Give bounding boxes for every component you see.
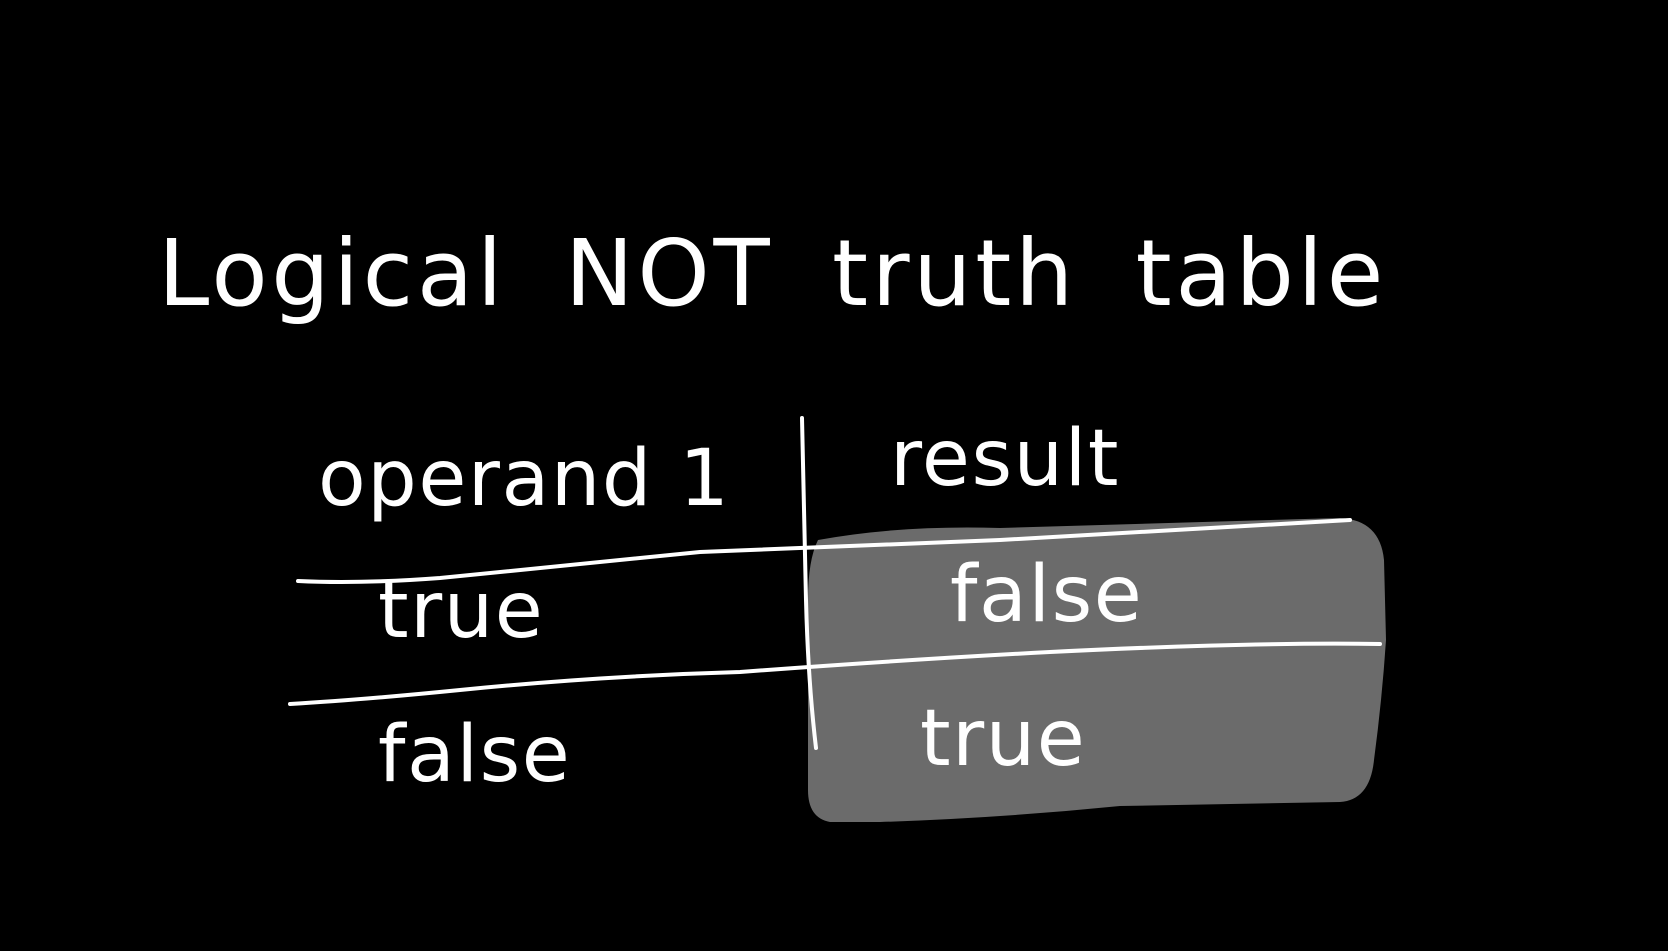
row-1-operand: true (378, 566, 545, 656)
row-2-result: true (920, 694, 1087, 784)
vertical-divider (800, 416, 818, 750)
header-divider (296, 518, 1352, 584)
row-2-operand: false (378, 710, 572, 800)
result-column-highlight (808, 518, 1386, 822)
page-title: Logical NOT truth table (158, 220, 1388, 327)
row-divider (288, 641, 1382, 706)
header-operand: operand 1 (318, 434, 731, 524)
header-result: result (890, 414, 1121, 504)
row-1-result: false (950, 550, 1144, 640)
